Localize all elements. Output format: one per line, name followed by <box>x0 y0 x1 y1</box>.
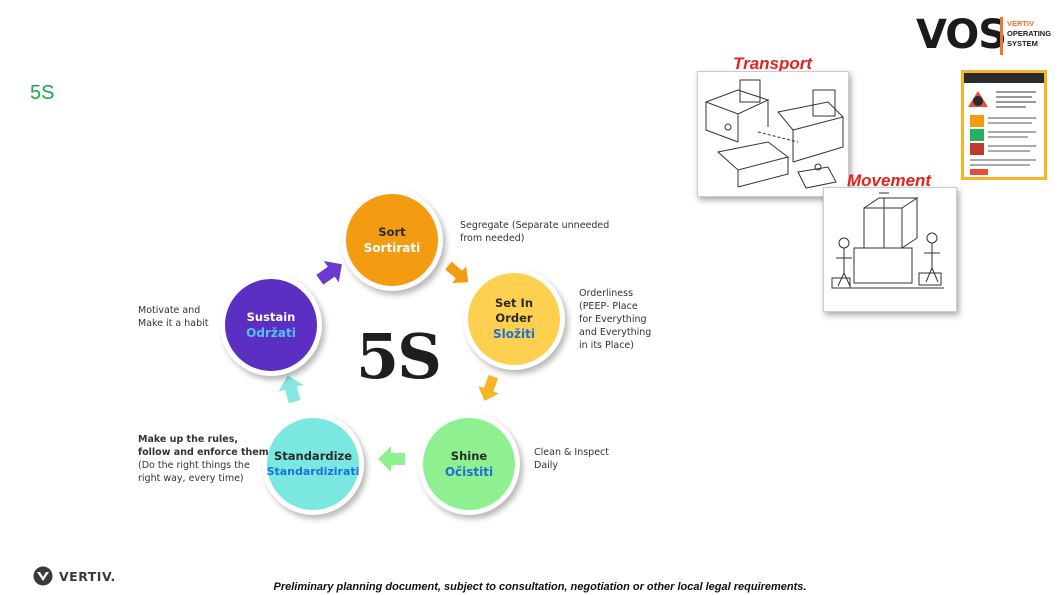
vos-document-thumbnail <box>961 70 1047 180</box>
step-shine-sr: Očistiti <box>444 464 494 479</box>
vertiv-brand-text: VERTIV. <box>59 568 116 584</box>
step-sustain-sr: Održati <box>246 325 296 340</box>
desc-sort: Segregate (Separate unneeded from needed… <box>460 220 610 244</box>
document-thumbnail-drawing <box>964 73 1044 175</box>
desc-sustain: Motivate and Make it a habit <box>138 305 209 329</box>
step-sort-sr: Sortirati <box>363 240 421 255</box>
transport-sketch-drawing <box>704 79 844 189</box>
vos-logo-word: VOS <box>916 12 1007 58</box>
step-standardize-en: Standardize <box>273 448 353 463</box>
movement-sketch-drawing <box>831 192 944 289</box>
desc-standardize: Make up the rules, follow and enforce th… <box>138 434 269 484</box>
step-shine-en: Shine <box>450 448 488 463</box>
step-setinorder-en2: Order <box>495 311 533 325</box>
desc-shine: Clean & Inspect Daily <box>534 447 610 471</box>
vos-logo: VOS VERTIV OPERATING SYSTEM <box>916 13 1056 57</box>
transport-sketch-image <box>697 71 849 197</box>
step-sustain-en: Sustain <box>246 309 296 324</box>
step-setinorder-sr: Složiti <box>493 327 535 341</box>
step-standardize-circle: Standardize Standardizirati <box>262 413 364 515</box>
movement-label: Movement <box>847 171 932 190</box>
arrow-sustain-to-sort <box>316 261 342 285</box>
desc-setinorder: Orderliness (PEEP- Place for Everything … <box>579 288 652 351</box>
footer-disclaimer: Preliminary planning document, subject t… <box>273 581 807 593</box>
transport-label: Transport <box>733 54 813 73</box>
arrow-shine-to-standardize <box>378 446 405 472</box>
vertiv-chevron-icon <box>33 566 53 586</box>
movement-sketch-image <box>823 187 957 312</box>
slide-title: 5S <box>30 82 55 104</box>
arrow-standardize-to-sustain <box>278 375 304 404</box>
vos-logo-divider <box>1000 17 1003 55</box>
step-setinorder-circle: Set In Order Složiti <box>463 268 565 370</box>
arrow-sort-to-setinorder <box>445 261 469 283</box>
vos-logo-subtitle: VERTIV OPERATING SYSTEM <box>1007 19 1052 48</box>
step-sort-circle: Sort Sortirati <box>341 189 443 291</box>
step-sustain-circle: Sustain Održati <box>220 274 322 376</box>
step-sort-en: Sort <box>378 224 406 239</box>
step-setinorder-en: Set In <box>494 296 534 310</box>
step-shine-circle: Shine Očistiti <box>418 413 520 515</box>
center-5s-label: 5S <box>356 320 442 393</box>
arrow-setinorder-to-shine <box>478 374 499 402</box>
vertiv-logo: VERTIV. <box>33 565 116 587</box>
step-standardize-sr: Standardizirati <box>266 464 360 478</box>
